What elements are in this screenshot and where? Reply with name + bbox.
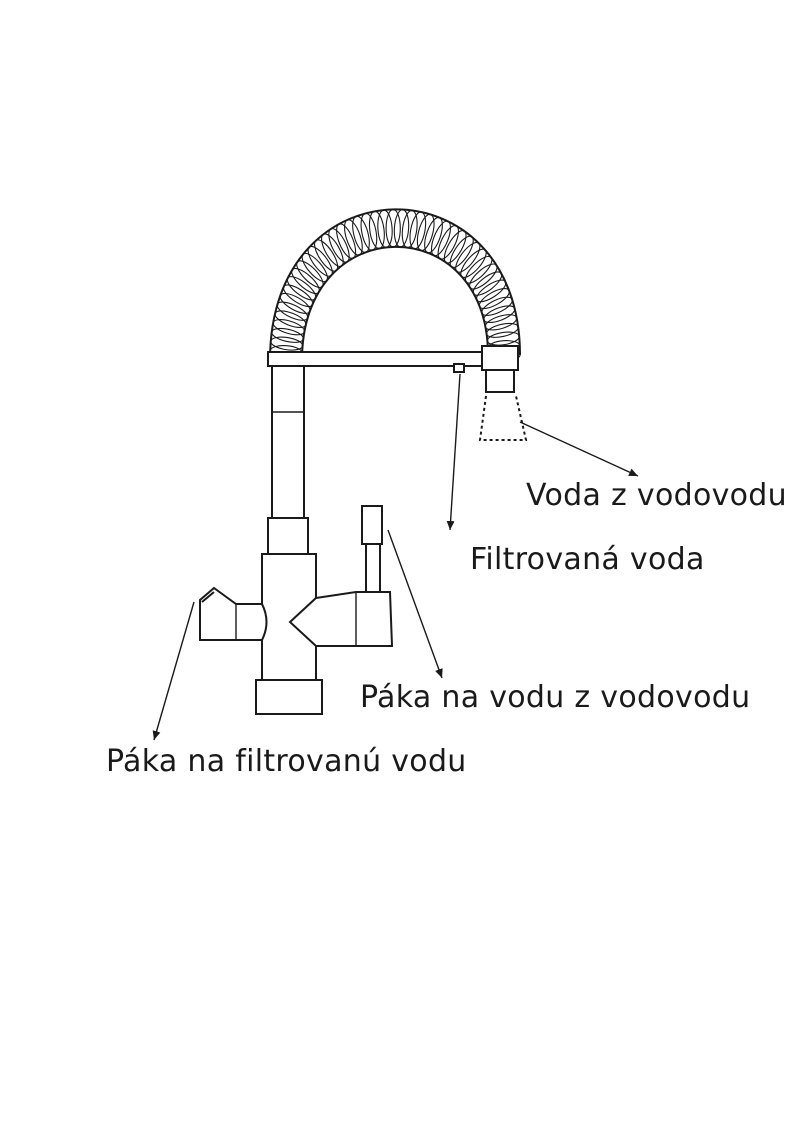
hose-coil [469,263,498,290]
faucet-body [255,517,323,715]
hose-coil [424,216,443,254]
arrow-tap-water [519,421,639,477]
hose-coil [276,301,309,321]
hose-coil [478,287,510,310]
hose-coil [301,252,328,283]
hose-coil [486,331,520,346]
hose-coil [286,276,317,301]
hose-coil [271,327,304,343]
hose-coil [484,314,518,331]
hose-coil [385,208,401,248]
hose-coil [314,239,339,272]
hose-coil [437,224,460,260]
hose-coil [472,271,503,296]
arrow-filtered-water-lever [152,601,195,741]
hose-coil [449,235,474,268]
hose-coil [307,245,333,277]
hose-coil [279,292,311,314]
label-tap-water: Voda z vodovodu [526,478,787,513]
label-filtered-water: Filtrovaná voda [470,542,705,577]
hose-coil [336,223,357,259]
hose-coil [296,260,324,288]
leader-arrows [152,373,639,741]
hose-coil [393,209,410,248]
hose-coil [464,255,493,284]
hose-coil [460,248,487,278]
hose-coil [270,336,304,351]
hose-coil [485,322,519,338]
hose-coil [360,212,378,251]
tap-water-lever [288,505,394,647]
hose-coil [321,233,344,267]
hose-coil [443,230,467,264]
hose-coil [344,219,363,256]
label-tap-water-lever: Páka na vodu z vodovodu [360,680,751,715]
hose-coil [368,210,385,250]
hose-coil [328,228,350,263]
hose-coil [401,209,418,249]
spring-hose [269,208,521,367]
hose-coil [481,296,513,316]
filtered-water-lever [199,586,268,641]
hose-coil [430,220,452,257]
hose-coil [352,215,370,253]
label-filtered-water-lever: Páka na filtrovanú vodu [106,744,467,779]
hose-coil [282,284,314,308]
hose-coil [416,213,435,252]
hose-coil [476,279,507,303]
spray-head [478,345,528,441]
arrow-filtered-water [446,373,461,531]
faucet-column [271,357,305,519]
hose-coil [455,241,481,273]
hose-coil [483,305,516,324]
hose-coil [291,267,320,295]
arrow-tap-water-lever [387,529,443,679]
hose-coil [409,211,427,250]
hose-coil [272,319,306,336]
hose-coil [274,310,307,329]
hose-coil [377,209,393,248]
